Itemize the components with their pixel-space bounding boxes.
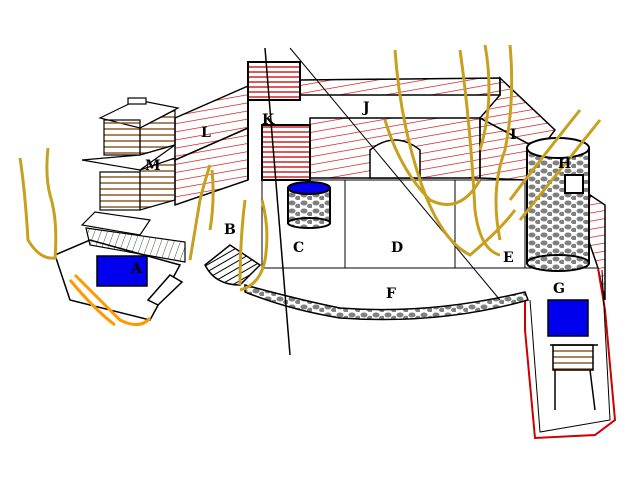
- tower-K: [247, 61, 311, 181]
- label-I: I: [510, 127, 517, 143]
- building-G: [547, 299, 598, 411]
- label-B: B: [224, 222, 236, 238]
- label-H: H: [558, 156, 571, 172]
- building-M: [80, 97, 186, 263]
- label-F: F: [386, 286, 396, 302]
- label-D: D: [391, 240, 403, 256]
- label-C: C: [293, 240, 304, 256]
- trees: [18, 44, 602, 292]
- label-K: K: [262, 112, 275, 128]
- well-C: [287, 181, 331, 229]
- label-A: A: [130, 261, 143, 277]
- label-L: L: [201, 125, 211, 141]
- sight-lines: [264, 47, 501, 356]
- wall-L: [174, 84, 249, 207]
- tower-H: [526, 137, 590, 272]
- stone-path-F: [244, 284, 529, 321]
- stairs-B: [204, 244, 262, 286]
- label-J: J: [361, 100, 370, 116]
- orange-path: [68, 273, 152, 327]
- label-E: E: [503, 250, 514, 266]
- platform-A: [54, 239, 184, 321]
- label-M: M: [145, 158, 161, 174]
- label-G: G: [553, 281, 565, 297]
